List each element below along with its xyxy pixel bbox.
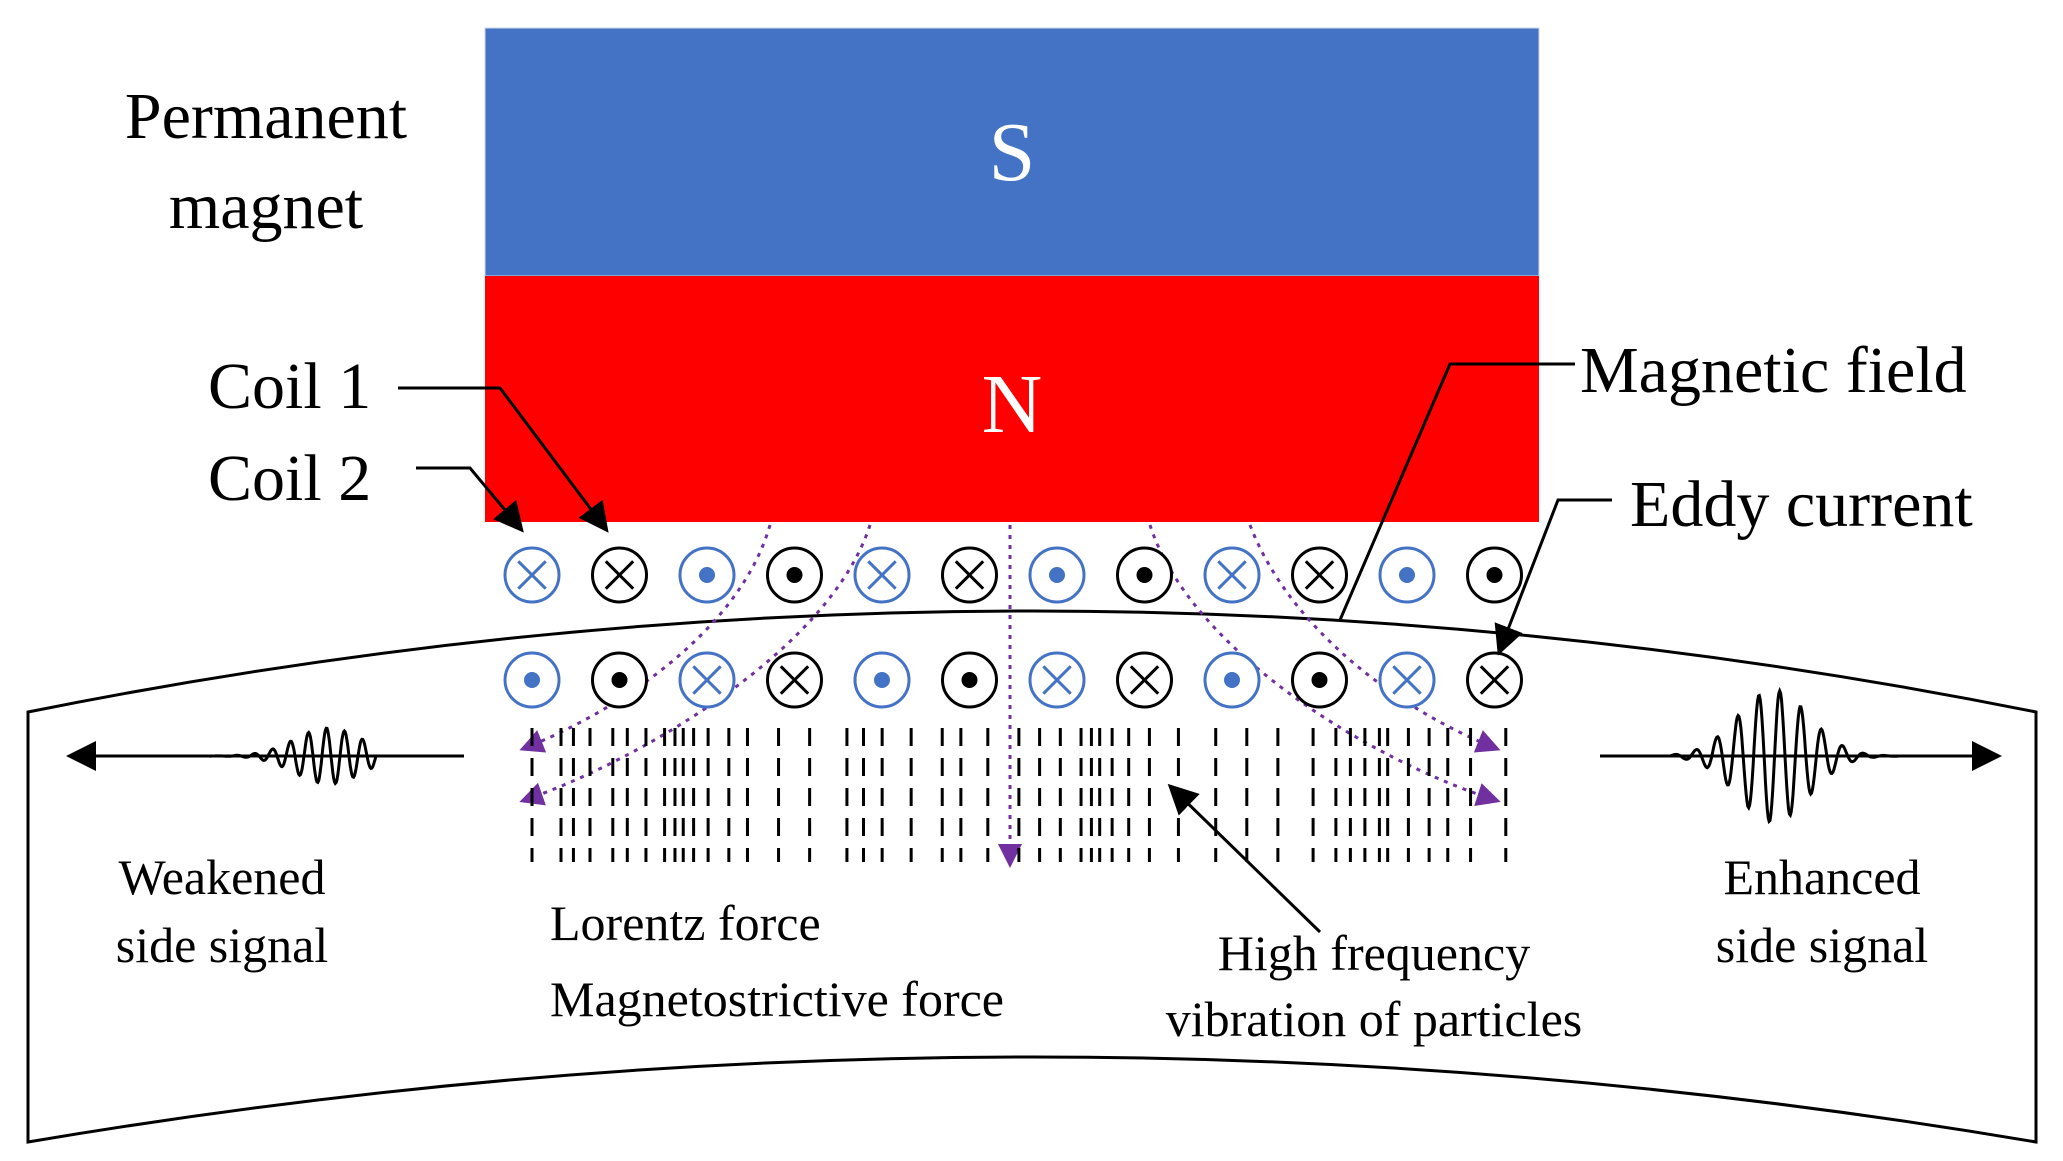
- coil1-label: Coil 1: [208, 350, 371, 423]
- coil1-outward-conductor: [1116, 546, 1173, 604]
- enhanced-label-line2: side signal: [1716, 917, 1928, 973]
- field-line: [519, 524, 772, 753]
- coil2-outward-conductor: [1028, 546, 1086, 604]
- coil2-outward-conductor: [503, 651, 561, 709]
- coil2-inward-conductor: [853, 546, 911, 604]
- coil2-leader: [416, 466, 524, 533]
- permanent-magnet-label-line1: Permanent: [125, 80, 407, 153]
- coil1-outward-conductor: [766, 546, 823, 604]
- coil2-outward-conductor: [1378, 546, 1436, 604]
- field-line: [1248, 524, 1501, 753]
- magnetic-field-label: Magnetic field: [1580, 334, 1967, 407]
- weakened-signal: [66, 726, 464, 786]
- eddy-current-leader: [1494, 498, 1612, 656]
- coil1-inward-conductor: [941, 546, 998, 604]
- particles-label-line1: High frequency: [1218, 925, 1530, 981]
- coil1-inward-conductor: [1291, 546, 1348, 604]
- coil1-inward-conductor: [591, 546, 648, 604]
- lorentz-force-label: Lorentz force: [550, 895, 821, 951]
- coil1-outward-conductor: [591, 651, 648, 709]
- particles-leader: [1167, 783, 1322, 934]
- coil-row-bottom: [503, 651, 1523, 709]
- leader-lines: [398, 362, 1612, 934]
- magnet-north: [485, 276, 1539, 522]
- particles-label-line2: vibration of particles: [1166, 991, 1583, 1047]
- coil1-inward-conductor: [766, 651, 823, 709]
- magnet-north-label: N: [982, 358, 1043, 451]
- coil1-outward-conductor: [1291, 651, 1348, 709]
- enhanced-wave: [1669, 686, 1900, 825]
- coil2-inward-conductor: [1203, 546, 1261, 604]
- coil1-outward-conductor: [941, 651, 998, 709]
- coil-row-top: [503, 546, 1523, 604]
- coil2-outward-conductor: [1203, 651, 1261, 709]
- magnet-south-label: S: [989, 106, 1036, 199]
- enhanced-signal: [1600, 686, 2002, 825]
- magnetostrictive-force-label: Magnetostrictive force: [550, 971, 1004, 1027]
- weakened-label-line1: Weakened: [119, 849, 326, 905]
- field-line: [1148, 524, 1501, 806]
- coil2-inward-conductor: [1028, 651, 1086, 709]
- eddy-current-label: Eddy current: [1630, 468, 1973, 541]
- weakened-label-line2: side signal: [116, 917, 328, 973]
- coil2-inward-conductor: [678, 651, 736, 709]
- magnet-south: [484, 27, 1540, 277]
- coil1-inward-conductor: [1466, 651, 1523, 709]
- coil2-outward-conductor: [678, 546, 736, 604]
- coil2-outward-conductor: [853, 651, 911, 709]
- magnetic-field-lines: [519, 524, 1501, 868]
- coil2-inward-conductor: [1378, 651, 1436, 709]
- weakened-wave: [160, 726, 378, 786]
- enhanced-label-line1: Enhanced: [1723, 849, 1920, 905]
- permanent-magnet-label-line2: magnet: [169, 170, 363, 243]
- coil1-outward-conductor: [1466, 546, 1523, 604]
- coil1-inward-conductor: [1116, 651, 1173, 709]
- coil2-label: Coil 2: [208, 442, 371, 515]
- magnetic-field-leader: [1338, 362, 1575, 621]
- coil2-inward-conductor: [503, 546, 561, 604]
- coil1-leader: [398, 386, 609, 533]
